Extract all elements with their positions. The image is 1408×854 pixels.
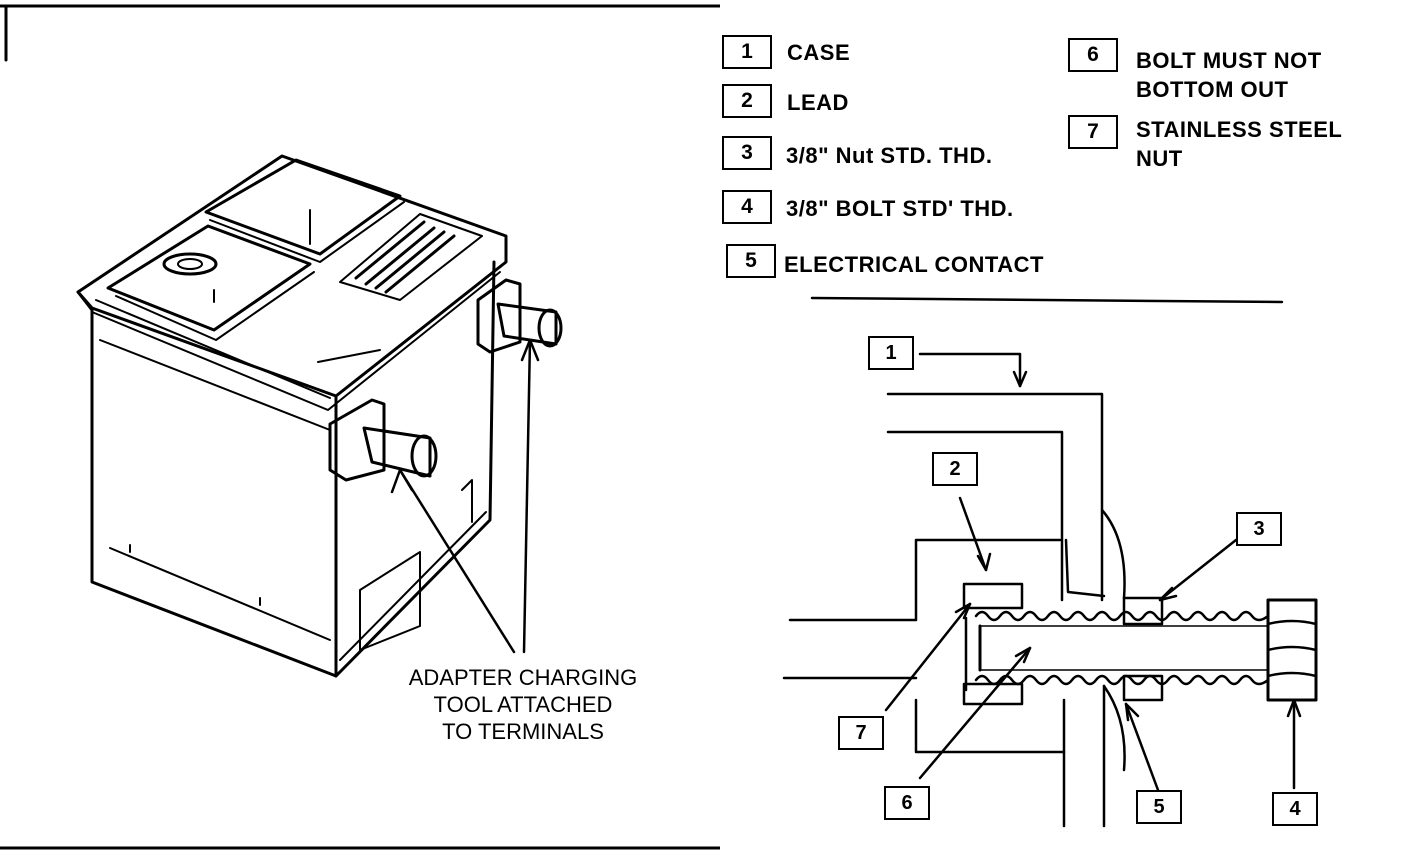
bolt-thread-bottom xyxy=(974,674,1270,686)
legend-text-5: ELECTRICAL CONTACT xyxy=(784,252,1044,277)
legend-num-1: 1 xyxy=(722,35,772,69)
battery-illustration xyxy=(0,4,720,850)
legend-text-6: BOLT MUST NOT BOTTOM OUT xyxy=(1136,46,1322,104)
legend-num-3: 3 xyxy=(722,136,772,170)
legend-text-2: LEAD xyxy=(787,90,849,115)
callout-4: 4 xyxy=(1272,792,1318,826)
callout-7: 7 xyxy=(838,716,884,750)
battery-side-face xyxy=(334,260,496,678)
adapter-tool-front xyxy=(362,426,432,478)
std-nut-top xyxy=(1122,596,1164,626)
caption-leader-front xyxy=(398,468,516,654)
stainless-nut-bottom xyxy=(962,682,1024,706)
legend-num-6: 6 xyxy=(1068,38,1118,72)
leader-6 xyxy=(918,646,1032,780)
vent-cap-right xyxy=(204,158,402,256)
legend-text-7: STAINLESS STEEL NUT xyxy=(1136,115,1342,173)
legend-num-2: 2 xyxy=(722,84,772,118)
callout-2: 2 xyxy=(932,452,978,486)
battery-front-face xyxy=(76,290,338,678)
legend-text-7-line2: NUT xyxy=(1136,146,1183,171)
legend-text-4: 3/8" BOLT STD' THD. xyxy=(786,196,1014,221)
legend-text-3: 3/8" Nut STD. THD. xyxy=(786,143,993,168)
case-bulge-top xyxy=(1100,508,1126,600)
case-outer-wall xyxy=(886,392,1104,602)
leader-1 xyxy=(918,352,1022,388)
std-nut-bottom xyxy=(1122,674,1164,702)
callout-1: 1 xyxy=(868,336,914,370)
callout-6: 6 xyxy=(884,786,930,820)
caption-line-1: ADAPTER CHARGING xyxy=(408,665,638,690)
leader-2 xyxy=(958,496,988,572)
leader-7 xyxy=(884,602,972,712)
callout-5: 5 xyxy=(1136,790,1182,824)
legend-text-6-line1: BOLT MUST NOT xyxy=(1136,48,1322,73)
bolt-head xyxy=(1266,598,1318,702)
lead-lower xyxy=(914,698,1066,754)
battery-caption: ADAPTER CHARGING TOOL ATTACHED TO TERMIN… xyxy=(392,664,654,745)
caption-line-3: TO TERMINALS xyxy=(442,719,604,744)
case-lower-wall xyxy=(1062,684,1106,828)
case-inner-wall xyxy=(886,430,1064,602)
caption-line-2: TOOL ATTACHED xyxy=(433,692,613,717)
terminal-rear xyxy=(476,278,522,354)
leader-5 xyxy=(1124,702,1160,792)
legend-text-1: CASE xyxy=(787,40,851,65)
lead-upper xyxy=(788,538,1062,622)
battery-label xyxy=(339,213,483,301)
vent-cap-hole xyxy=(162,252,218,276)
stainless-nut-top xyxy=(962,582,1024,610)
callout-3: 3 xyxy=(1236,512,1282,546)
bolt-thread-top xyxy=(974,610,1270,622)
legend-separator xyxy=(810,296,1284,304)
legend-text-6-line2: BOTTOM OUT xyxy=(1136,77,1289,102)
legend-num-4: 4 xyxy=(722,190,772,224)
case-bulge-bottom xyxy=(1102,684,1126,772)
caption-leader-rear xyxy=(522,338,532,654)
legend-num-5: 5 xyxy=(726,244,776,278)
legend-num-7: 7 xyxy=(1068,115,1118,149)
leader-3 xyxy=(1158,538,1238,602)
terminal-front xyxy=(328,398,386,482)
legend-text-7-line1: STAINLESS STEEL xyxy=(1136,117,1343,142)
vent-cap-left xyxy=(106,224,312,332)
